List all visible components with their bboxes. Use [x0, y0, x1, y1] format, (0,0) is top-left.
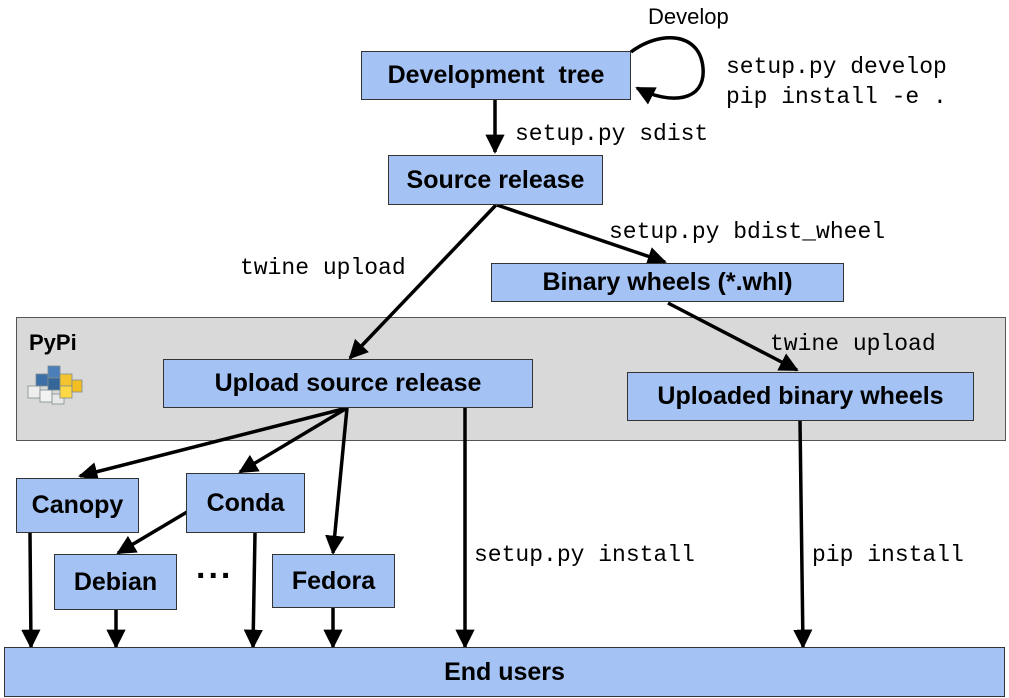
pip-install-arrow [793, 420, 813, 649]
to-conda-arrow [238, 406, 348, 474]
conda-node: Conda [186, 473, 305, 533]
develop-loop-arrow [629, 36, 705, 105]
twine-upload-wheels-arrow [667, 301, 799, 372]
more-distributions-ellipsis: ... [196, 548, 234, 586]
pip-install-label: pip install [812, 542, 964, 568]
canopy-to-users-arrow [21, 532, 41, 649]
to-debian-arrow [116, 510, 188, 555]
development-tree-node: Development tree [361, 51, 631, 100]
bdist-wheel-label: setup.py bdist_wheel [609, 219, 886, 245]
conda-to-users-arrow [243, 532, 263, 649]
twine-upload-wheels-label: twine upload [770, 331, 936, 357]
canopy-node: Canopy [16, 478, 139, 533]
debian-node: Debian [54, 554, 177, 610]
python-packages-icon [27, 365, 83, 405]
uploaded-binary-wheels-node: Uploaded binary wheels [627, 372, 974, 421]
develop-label: Develop [648, 4, 729, 29]
upload-source-release-node: Upload source release [163, 359, 533, 408]
setup-install-label: setup.py install [474, 542, 695, 568]
twine-upload-source-label: twine upload [240, 255, 406, 281]
binary-wheels-node: Binary wheels (*.whl) [491, 263, 844, 302]
develop-commands-label: setup.py develop pip install -e . [726, 54, 947, 110]
end-users-node: End users [4, 647, 1005, 697]
to-fedora-arrow [325, 407, 349, 555]
sdist-label: setup.py sdist [515, 121, 709, 147]
source-release-node: Source release [388, 155, 603, 205]
to-canopy-arrow [78, 406, 348, 482]
fedora-node: Fedora [272, 554, 395, 608]
pypi-label: PyPi [29, 330, 77, 355]
bdist-wheel-arrow [496, 203, 667, 266]
twine-upload-source-arrow [348, 203, 498, 360]
